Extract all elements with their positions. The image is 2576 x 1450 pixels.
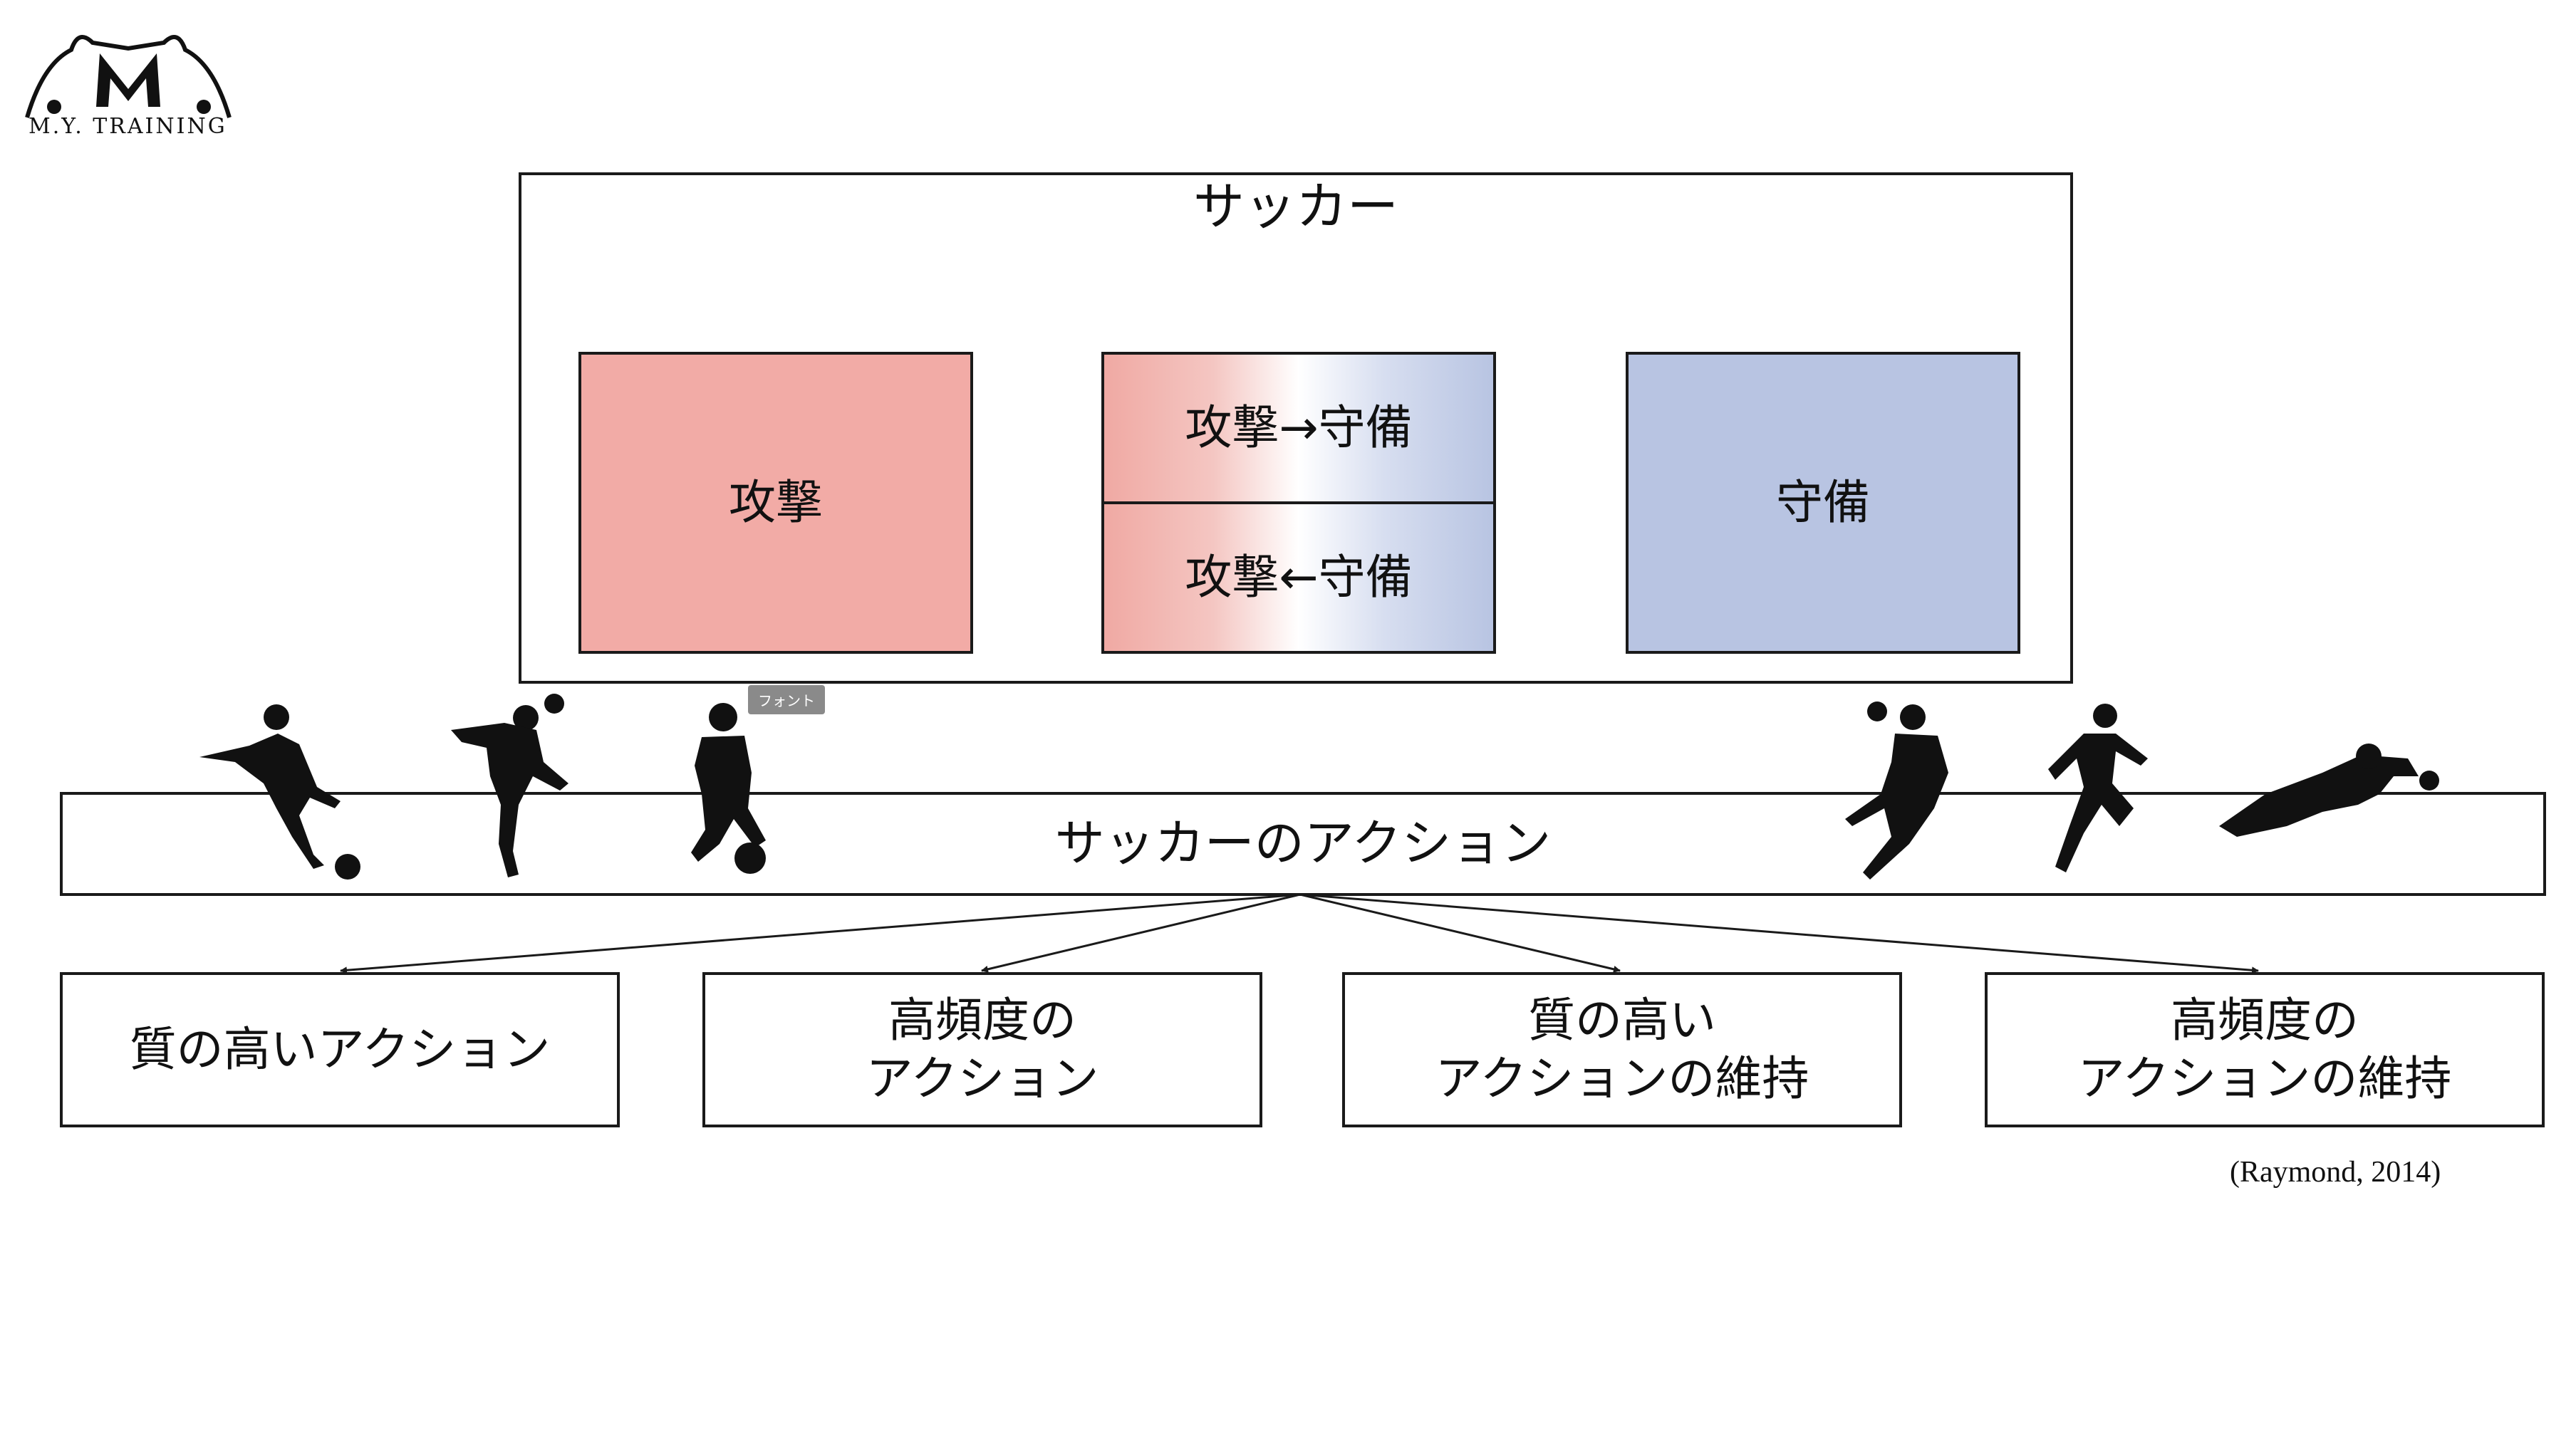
phase-defense-to-attack: 攻撃←守備 — [1101, 501, 1496, 654]
player-sprinting-icon — [2048, 704, 2148, 872]
phase-attack-to-defense: 攻撃→守備 — [1101, 352, 1496, 504]
leaf-sustain-high-quality-action: 質の高い アクションの維持 — [1342, 972, 1902, 1127]
arrow-to-leaf-1 — [340, 893, 1301, 974]
player-heading-icon — [451, 694, 568, 877]
phase-defense: 守備 — [1626, 352, 2020, 654]
arrow-to-leaf-4 — [1299, 893, 2259, 974]
arrow-to-leaf-2 — [981, 893, 1301, 973]
citation: (Raymond, 2014) — [2230, 1156, 2441, 1189]
leaf-sustain-high-frequency-action: 高頻度の アクションの維持 — [1985, 972, 2545, 1127]
soccer-title: サッカー — [1193, 177, 1398, 236]
phase-attack: 攻撃 — [578, 352, 973, 654]
leaf-high-quality-action: 質の高いアクション — [60, 972, 620, 1127]
logo-mark-icon — [25, 35, 232, 118]
arrow-to-leaf-3 — [1299, 893, 1621, 973]
logo-text: M.Y. TRAINING — [28, 114, 227, 139]
player-dribbling-icon — [691, 703, 766, 874]
leaf-high-frequency-action: 高頻度の アクション — [702, 972, 1262, 1127]
font-tooltip: フォント — [748, 685, 825, 714]
player-volley-icon — [1845, 701, 1948, 880]
player-kicking-icon — [199, 704, 360, 880]
goalkeeper-diving-icon — [2219, 744, 2439, 837]
